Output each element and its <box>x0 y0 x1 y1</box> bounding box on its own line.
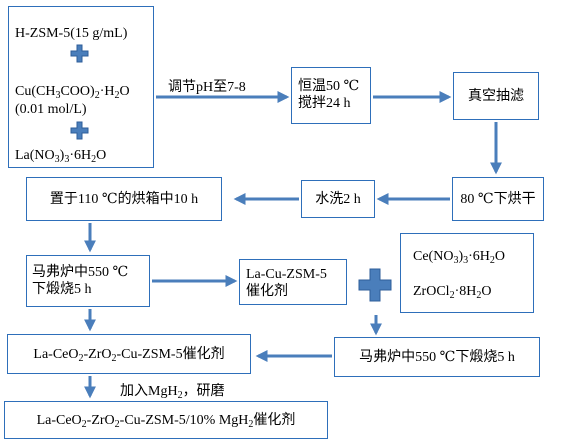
muffle-first-time-label: 下煅烧5 h <box>32 282 92 297</box>
intermediate-catalyst-box: La-CeO2-ZrO2-Cu-ZSM-5催化剂 <box>7 334 251 374</box>
reagent-h-zsm5: H-ZSM-5(15 g/mL) <box>15 26 128 41</box>
intermediate-catalyst-label: La-CeO2-ZrO2-Cu-ZSM-5催化剂 <box>33 346 225 364</box>
oven-110-label: 置于110 ℃的烘箱中10 h <box>49 191 199 207</box>
la-cu-catalyst-box: La-Cu-ZSM-5 催化剂 <box>239 259 347 305</box>
oven-110-box: 置于110 ℃的烘箱中10 h <box>26 177 222 221</box>
muffle-first-temp-label: 马弗炉中550 ℃ <box>32 265 129 280</box>
vacuum-filter-label: 真空抽滤 <box>468 88 524 104</box>
plus-icon <box>70 121 89 140</box>
la-cu-catalyst-name: La-Cu-ZSM-5 <box>246 267 327 282</box>
la-cu-catalyst-suffix: 催化剂 <box>246 284 288 299</box>
muffle-first-box: 马弗炉中550 ℃ 下煅烧5 h <box>26 255 150 307</box>
plus-icon <box>358 268 392 302</box>
stir-time-label: 搅拌24 h <box>298 96 351 111</box>
reagent-copper-acetate: Cu(CH3COO)2·H2O <box>15 84 130 101</box>
stir-box: 恒温50 ℃ 搅拌24 h <box>291 67 371 124</box>
reagent-concentration: (0.01 mol/L) <box>15 102 87 117</box>
wash-box: 水洗2 h <box>301 180 375 218</box>
ce-zr-reagents-box: Ce(NO3)3·6H2O ZrOCl2·8H2O <box>400 233 534 313</box>
final-catalyst-box: La-CeO2-ZrO2-Cu-ZSM-5/10% MgH2催化剂 <box>4 401 328 439</box>
plus-icon <box>70 44 89 63</box>
stir-temp-label: 恒温50 ℃ <box>298 79 360 94</box>
dry-80-box: 80 ℃下烘干 <box>452 177 544 221</box>
vacuum-filter-box: 真空抽滤 <box>453 72 539 120</box>
wash-label: 水洗2 h <box>315 191 361 207</box>
final-catalyst-label: La-CeO2-ZrO2-Cu-ZSM-5/10% MgH2催化剂 <box>36 412 296 430</box>
adjust-ph-label: 调节pH至7-8 <box>168 80 246 95</box>
muffle-second-label: 马弗炉中550 ℃下煅烧5 h <box>359 349 515 365</box>
dry-80-label: 80 ℃下烘干 <box>460 191 536 207</box>
reagent-cerium-nitrate: Ce(NO3)3·6H2O <box>413 249 506 266</box>
reagent-zirconyl-chloride: ZrOCl2·8H2O <box>413 284 492 301</box>
add-mgh2-label: 加入MgH2，研磨 <box>120 384 225 401</box>
muffle-second-box: 马弗炉中550 ℃下煅烧5 h <box>334 337 540 377</box>
reagent-lanthanum-nitrate: La(NO3)3·6H2O <box>15 148 107 165</box>
reagents-box: H-ZSM-5(15 g/mL) Cu(CH3COO)2·H2O (0.01 m… <box>8 6 154 168</box>
